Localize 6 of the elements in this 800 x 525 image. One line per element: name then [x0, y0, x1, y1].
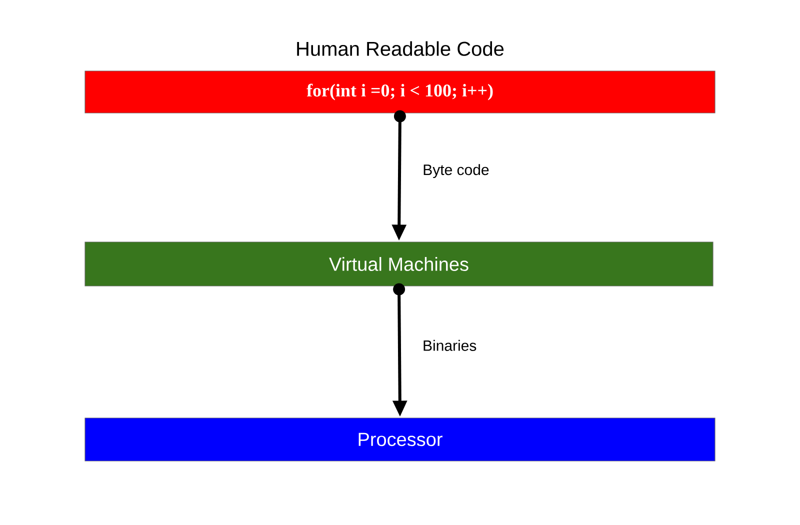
edge-label: Byte code	[424, 164, 489, 178]
layer-box: Virtual Machines	[84, 242, 714, 286]
layer-box: for(int i =0; i < 100; i++)	[84, 70, 716, 114]
heading: Human Readable Code	[297, 41, 504, 56]
layer-box: Processor	[84, 418, 716, 462]
edge-label: Binaries	[424, 340, 476, 351]
